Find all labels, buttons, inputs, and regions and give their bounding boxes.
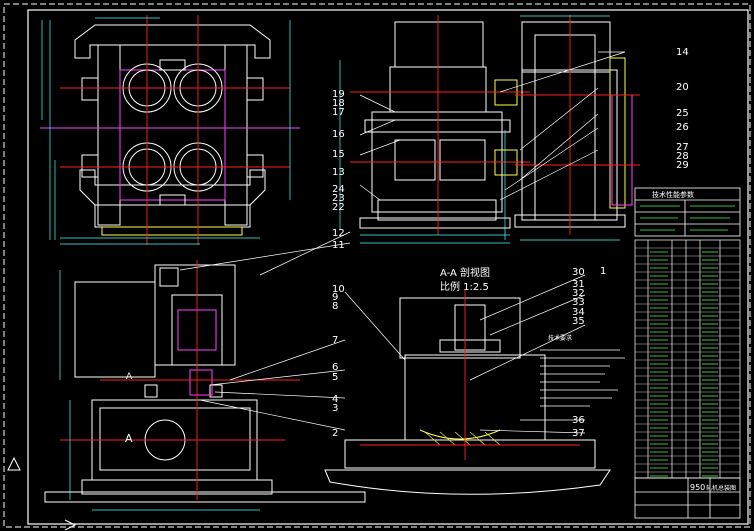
balloon-number: 29 — [676, 160, 689, 171]
balloon-number: 10 — [332, 284, 345, 295]
balloon-number: 30 — [572, 267, 585, 278]
front-view-mill-stand — [74, 24, 271, 236]
tech-requirements-lines — [540, 349, 625, 407]
title-block — [634, 477, 741, 519]
balloon-number: 4 — [332, 394, 338, 405]
leader-lines — [179, 51, 626, 434]
balloon-number: 11 — [332, 240, 345, 251]
balloon-number: 19 — [332, 89, 345, 100]
section-marker-A-left: A — [125, 432, 133, 445]
balloon-number: 5 — [332, 372, 338, 383]
balloon-number: 31 — [572, 279, 585, 290]
balloon-number: 32 — [572, 288, 585, 299]
section-marker-A-small: A — [126, 372, 133, 382]
orientation-marker-icon — [7, 456, 21, 471]
section-hatching — [424, 431, 501, 446]
side-view-dimensions — [339, 60, 510, 244]
balloon-number: 36 — [572, 415, 585, 426]
side-view-centerlines — [350, 15, 530, 235]
right-view-dimensions — [520, 15, 620, 241]
balloon-number: 14 — [676, 47, 689, 58]
balloon-number: 7 — [332, 335, 338, 346]
balloon-number: 34 — [572, 307, 585, 318]
section-title: A-A 剖视图 — [440, 266, 490, 279]
right-view-housing — [514, 21, 633, 228]
balloon-number: 2 — [332, 428, 338, 439]
drawing-name: 950 — [690, 483, 705, 492]
balloon-number: 1 — [600, 266, 606, 277]
front-view-centerlines — [40, 15, 300, 245]
tech-requirements-title: 技术要求 — [548, 334, 572, 342]
balloon-number: 28 — [676, 151, 689, 162]
balloon-number: 6 — [332, 362, 338, 373]
balloon-number: 9 — [332, 292, 338, 303]
balloon-number: 26 — [676, 122, 689, 133]
section-view-body — [324, 297, 611, 495]
parts-list-rows — [635, 247, 740, 477]
balloon-number: 3 — [332, 403, 338, 414]
balloon-number: 13 — [332, 167, 345, 178]
balloon-number: 24 — [332, 184, 345, 195]
parts-list — [634, 239, 741, 479]
inner-frame — [27, 9, 749, 525]
balloon-number: 18 — [332, 98, 345, 109]
balloon-number: 35 — [572, 316, 585, 327]
balloon-number: 15 — [332, 149, 345, 160]
balloon-number: 27 — [676, 142, 689, 153]
section-centerlines — [360, 290, 580, 460]
balloon-number: 20 — [676, 82, 689, 93]
balloon-number: 16 — [332, 129, 345, 140]
tech-table-entries — [640, 205, 735, 231]
orientation-arrow-icon — [64, 519, 77, 531]
outer-frame — [3, 3, 751, 528]
balloon-number: 23 — [332, 193, 345, 204]
right-view-centerlines — [515, 15, 640, 235]
bottom-left-view — [44, 264, 366, 503]
side-view-gearbox — [359, 21, 518, 229]
drawing-name-suffix: 轧机总装图 — [706, 484, 736, 492]
balloon-number: 25 — [676, 108, 689, 119]
balloon-number: 33 — [572, 297, 585, 308]
bottom-left-dimensions — [59, 270, 260, 511]
balloon-number: 17 — [332, 107, 345, 118]
scale-label: 比例 1:2.5 — [440, 280, 489, 293]
balloon-labels: 1420252627282919181716151324232212111098… — [332, 47, 689, 439]
tech-parameter-table — [634, 187, 741, 237]
balloon-number: 22 — [332, 202, 345, 213]
front-view-dimensions — [41, 17, 291, 245]
balloon-number: 12 — [332, 228, 345, 239]
balloon-number: 37 — [572, 428, 585, 439]
bottom-left-centerlines — [60, 260, 300, 500]
tech-table-title: 技术性能参数 — [652, 190, 694, 199]
balloon-number: 8 — [332, 301, 338, 312]
